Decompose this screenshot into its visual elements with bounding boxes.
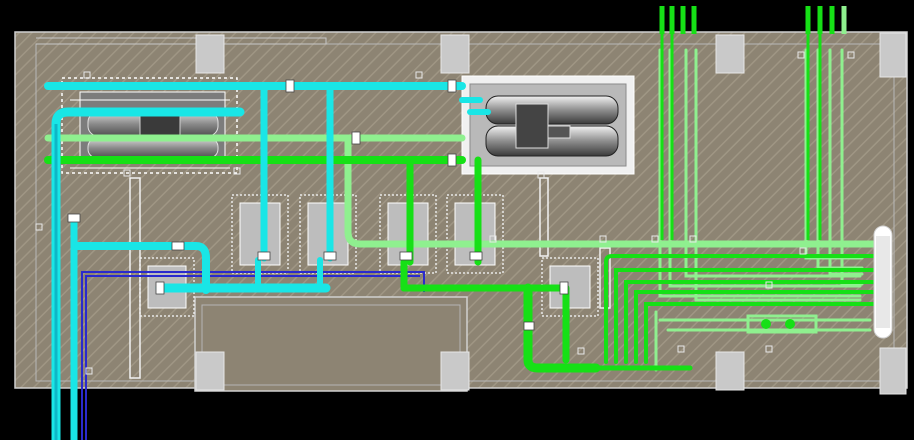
structural-columns [195,32,907,395]
chilled-water-pipes [44,82,491,440]
column [715,351,745,391]
valve [399,251,413,261]
valve [351,131,361,145]
column [195,34,225,74]
valve [447,79,457,93]
chiller-right [461,75,635,175]
drain-line [81,271,425,440]
condenser-water-pipes [44,156,882,373]
column [715,34,745,74]
column [440,351,470,391]
valve [285,79,295,93]
valve [559,281,569,295]
valve [447,153,457,167]
valve [323,251,337,261]
condenser-water-light-pipes [44,48,890,372]
valve [257,251,271,261]
pump-base [541,257,599,317]
chiller-left [61,77,238,174]
valve [523,321,535,331]
valve [155,281,165,295]
valve [171,241,185,251]
valves [67,79,569,331]
valve [67,213,81,223]
valve [469,251,483,261]
column [440,34,470,74]
column [879,32,907,78]
column [195,351,225,391]
strainer-assembly [746,314,818,334]
pipe-supports [35,51,855,375]
column [879,347,907,395]
condenser-risers [659,6,847,240]
lower-room-outline [194,296,468,392]
distribution-header [873,225,893,339]
